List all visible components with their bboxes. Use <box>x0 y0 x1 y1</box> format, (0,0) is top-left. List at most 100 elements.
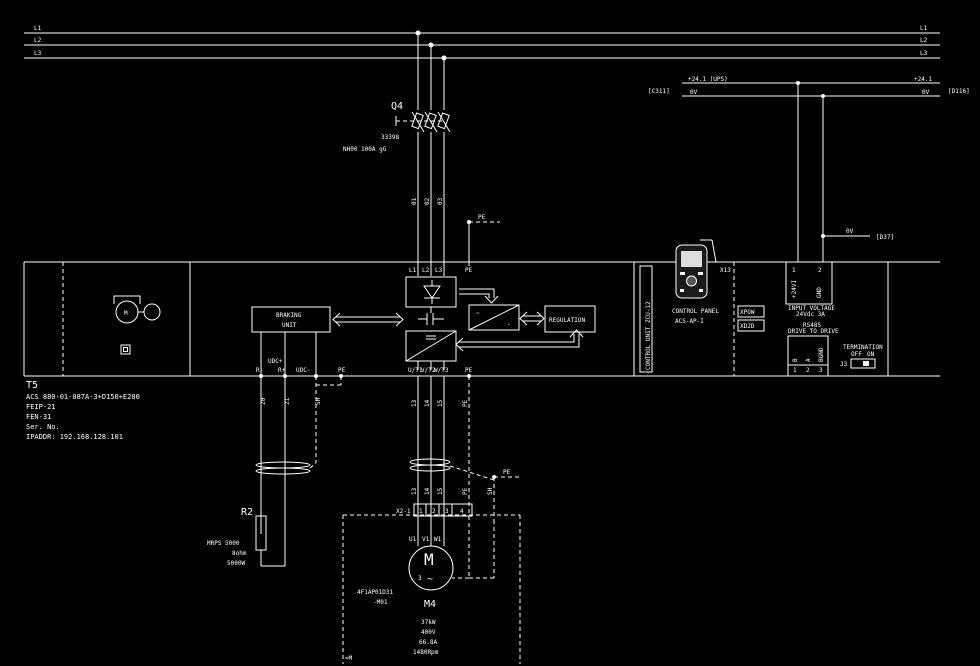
braking-label-2: UNIT <box>282 322 297 329</box>
bus-label-l1: L1 <box>34 25 42 32</box>
wire-label-02: 02 <box>424 197 431 205</box>
input-voltage-label-1: INPUT VOLTAGE <box>788 305 835 312</box>
term-r-minus: R- <box>256 367 263 374</box>
xd2d-pin-3: 3 <box>819 367 823 374</box>
term-l2: L2 <box>422 267 430 274</box>
x13-label: X13 <box>720 267 731 274</box>
bus-label-l1-right: L1 <box>920 25 928 32</box>
pe-top-label: PE <box>478 214 486 221</box>
motor-term-4: 4 <box>460 508 464 515</box>
resistor-r2: R2 MRPS 5000 8ohm 5000W <box>207 507 267 567</box>
motor-tag: M4 <box>424 599 436 610</box>
drive-option-2: FEN-31 <box>26 413 51 421</box>
xd2d-label: XD2D <box>740 323 755 330</box>
motor-wire-13: 13 <box>411 399 418 407</box>
motor-wire-sh: SH <box>487 487 494 495</box>
braking-unit: BRAKING UNIT <box>251 306 331 333</box>
motor-voltage: 400V <box>421 629 436 636</box>
term-u: U/T1 <box>408 367 423 374</box>
inverter-block <box>405 330 457 370</box>
brake-wire-21: 21 <box>284 397 291 405</box>
brake-wire-20: 20 <box>260 397 267 405</box>
term-v: V/T2 <box>421 367 436 374</box>
term-pe-in: PE <box>465 267 473 274</box>
main-busbars: L1 L2 L3 L1 L2 L3 <box>24 25 940 61</box>
term-udc-minus: UDC- <box>296 367 310 374</box>
term-l3: L3 <box>435 267 443 274</box>
motor-wire-13-lower: 13 <box>411 487 418 495</box>
regulation-label: REGULATION <box>549 317 586 324</box>
regulation-block: REGULATION <box>544 305 596 333</box>
xpow-pin-2: 2 <box>818 267 822 274</box>
motor-term-2: 2 <box>432 508 436 515</box>
motor-symbol-ac: ~ <box>427 574 433 585</box>
termination-off: OFF <box>851 351 862 358</box>
drive-serial: Ser. No. <box>26 423 60 431</box>
d2d-label-1: RS485 <box>803 322 821 329</box>
dc-link-capacitor <box>418 307 444 325</box>
resistor-power: 5000W <box>227 560 245 567</box>
brake-wire-sh: SH <box>315 397 322 405</box>
svg-text:M: M <box>124 310 128 317</box>
term-l1: L1 <box>409 267 417 274</box>
fan-motor-icon: M <box>113 295 161 355</box>
pe-input: PE <box>467 214 500 262</box>
xpow-label: XPOW <box>740 309 755 316</box>
motor-term-3: 3 <box>445 508 449 515</box>
motor-current: 66.8A <box>419 639 437 646</box>
motor-wire-pe-lower: PE <box>462 487 469 495</box>
signal-arrows <box>332 288 584 352</box>
term-pe-out: PE <box>465 367 473 374</box>
motor-term-1: 1 <box>419 508 423 515</box>
motor-code: 4F1AP01D31 <box>357 589 394 596</box>
drive-tag: T5 <box>26 380 38 391</box>
motor-power: 37kW <box>421 619 436 626</box>
ref-d116: [D116] <box>948 88 970 95</box>
resistor-resistance: 8ohm <box>232 550 247 557</box>
converter-block: ~ - <box>468 304 520 331</box>
termination-label: TERMINATION <box>843 344 883 351</box>
term-brake-pe: PE <box>338 367 346 374</box>
drive-ip: IPADDR: 192.168.128.101 <box>26 433 123 441</box>
resistor-tag: R2 <box>241 507 253 518</box>
motor-pe-label: PE <box>503 469 511 476</box>
xpow-pin-name-2: GND <box>816 287 823 298</box>
fuse-spec: NH00 100A gG <box>343 146 387 153</box>
term-w: W/T3 <box>434 367 449 374</box>
motor-symbol-phase: 3 <box>418 575 422 582</box>
input-voltage-label-2: 24Vdc 3A <box>796 311 825 318</box>
svg-text:-: - <box>507 321 511 328</box>
motor-m4: X2-1 1 2 3 4 U1 V1 W1 M 3 ~ 4F1AP01D31 -… <box>342 503 521 664</box>
termination-on: ON <box>867 351 875 358</box>
supply-0v-left: 0V <box>690 89 698 96</box>
bus-label-l3: L3 <box>34 50 42 57</box>
drive-option-1: FEIP-21 <box>26 403 56 411</box>
control-supply: +24.1 (UPS) +24.1 0V 0V [C311] [D116] 0V… <box>648 76 970 262</box>
ref-c311: [C311] <box>648 88 670 95</box>
xpow-pin-name-1: +24VI <box>791 280 798 298</box>
j3-label: J3 <box>840 361 848 368</box>
motor-wire-15-lower: 15 <box>437 487 444 495</box>
xd2d-pin-1: 1 <box>793 367 797 374</box>
drive-model: ACS 880-01-087A-3+D150+E200 <box>26 393 140 401</box>
rectifier-block <box>405 276 457 308</box>
supply-24v-right: +24.1 <box>914 76 932 83</box>
supply-0v-tap: 0V <box>846 228 854 235</box>
motor-suffix: -M01 <box>373 599 388 606</box>
term-r-plus: R+ <box>278 367 286 374</box>
d2d-label-2: DRIVE TO DRIVE <box>788 328 839 335</box>
motor-phase-u1: U1 <box>409 536 417 543</box>
svg-text:~: ~ <box>476 310 480 317</box>
motor-frame-tag: =M <box>345 655 353 662</box>
xd2d-pin-name-bgnd: BGND <box>818 347 825 362</box>
fuse-part-number: 33398 <box>381 134 399 141</box>
bus-label-l3-right: L3 <box>920 50 928 57</box>
xpow-pin-1: 1 <box>792 267 796 274</box>
fuse-tag: Q4 <box>391 101 403 112</box>
control-unit-label: CONTROL UNIT ZCU-12 <box>645 301 652 370</box>
motor-terminal-block: X2-1 <box>396 508 411 515</box>
xd2d-pin-name-a: A <box>805 358 812 362</box>
wire-label-03: 03 <box>437 197 444 205</box>
motor-wire-pe: PE <box>462 399 469 407</box>
motor-phase-w1: W1 <box>434 536 442 543</box>
